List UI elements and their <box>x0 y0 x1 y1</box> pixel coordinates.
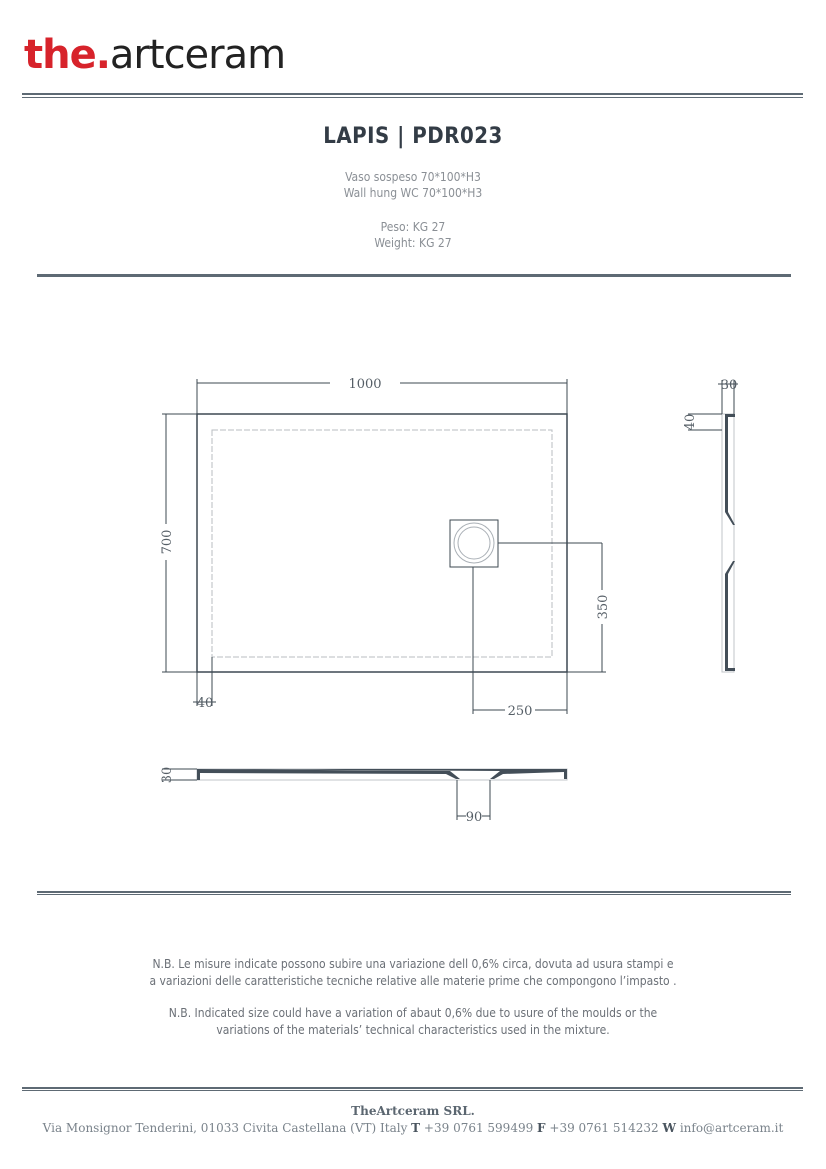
note-en-line1: N.B. Indicated size could have a variati… <box>168 1006 658 1020</box>
dim-drain-side: 350 <box>596 595 611 620</box>
note-it-line1: N.B. Le misure indicate possono subire u… <box>152 957 674 971</box>
side-dim-height: 30 <box>721 378 738 393</box>
description-en: Wall hung WC 70*100*H3 <box>343 186 483 200</box>
company-name: TheArtceram SRL. <box>351 1104 475 1118</box>
phone: +39 0761 599499 <box>420 1121 538 1135</box>
side-dim-rim: 40 <box>683 414 698 431</box>
side-view: 30 40 <box>683 378 738 673</box>
web-label: W <box>662 1121 676 1135</box>
section-dim-drain: 90 <box>466 810 483 825</box>
description-it: Vaso sospeso 70*100*H3 <box>345 170 481 184</box>
drain-ring <box>453 522 495 564</box>
notes-divider-thin <box>37 894 791 895</box>
footer-divider-thin <box>22 1090 803 1091</box>
email-link[interactable]: info@artceram.it <box>676 1121 784 1135</box>
dim-drain-end: 250 <box>508 704 533 719</box>
fax: +39 0761 514232 <box>545 1121 663 1135</box>
company-contact: Via Monsignor Tenderini, 01033 Civita Ca… <box>0 1121 826 1135</box>
logo-the: the. <box>24 32 111 78</box>
footer-divider <box>22 1087 803 1089</box>
section-dim-height: 30 <box>160 767 175 784</box>
dim-rim: 40 <box>197 696 214 711</box>
fax-label: F <box>537 1121 546 1135</box>
page-title: LAPIS | PDR023 <box>323 124 503 149</box>
brand-logo: the.artceram <box>24 30 286 80</box>
header-divider-thin <box>22 97 803 98</box>
title-divider <box>37 274 791 277</box>
phone-label: T <box>411 1121 421 1135</box>
logo-artceram: artceram <box>109 32 286 78</box>
note-en-line2: variations of the materials’ technical c… <box>216 1023 610 1037</box>
address: Via Monsignor Tenderini, 01033 Civita Ca… <box>42 1121 412 1135</box>
dim-width: 1000 <box>348 377 381 392</box>
header-divider <box>22 93 803 95</box>
drain-circle <box>457 526 491 560</box>
plan-view <box>162 379 606 714</box>
note-it-line2: a variazioni delle caratteristiche tecni… <box>149 974 677 988</box>
weight-it: Peso: KG 27 <box>380 220 446 234</box>
section-view: 90 30 <box>160 767 568 825</box>
dim-depth: 700 <box>160 530 175 555</box>
notes-divider <box>37 891 791 893</box>
weight-en: Weight: KG 27 <box>374 236 452 250</box>
